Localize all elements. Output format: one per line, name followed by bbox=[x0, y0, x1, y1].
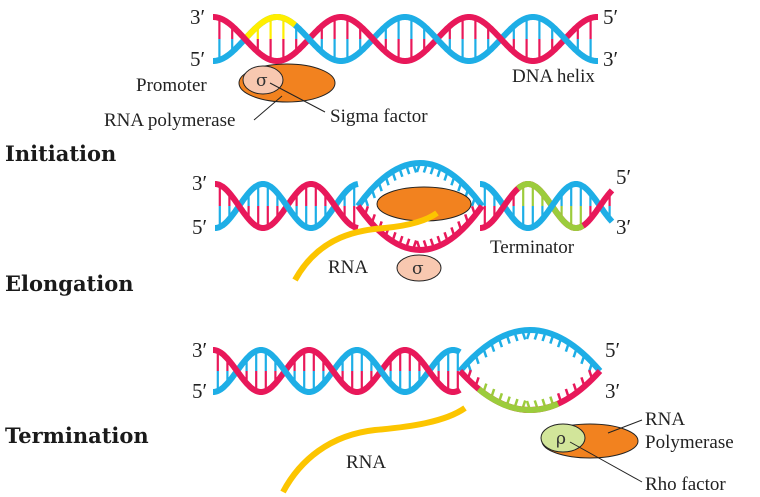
sigma-factor-circle bbox=[242, 65, 284, 95]
heading-elongation: Elongation bbox=[5, 271, 134, 296]
dna-strand-template bbox=[405, 347, 454, 395]
label-3prime-right: 3′ bbox=[603, 47, 618, 71]
promoter-region bbox=[277, 14, 297, 28]
dna-strand-template bbox=[453, 387, 462, 395]
rna-transcript bbox=[292, 210, 439, 282]
dna-strand-coding-open bbox=[355, 160, 485, 208]
label-rna-polymerase: RNA polymerase bbox=[104, 110, 235, 131]
dna-helix-initiation bbox=[213, 14, 598, 64]
heading-initiation: Initiation bbox=[5, 141, 116, 166]
dna-strand-template bbox=[480, 181, 529, 231]
rna-transcript bbox=[280, 405, 467, 494]
sigma-symbol: σ bbox=[256, 71, 268, 91]
dna-strand-template bbox=[309, 347, 358, 395]
sigma-symbol: σ bbox=[412, 259, 424, 279]
dna-strand-coding bbox=[533, 14, 598, 64]
panel-elongation: 3′ 5′ 5′ 3′ RNA σ Terminator Elongation bbox=[5, 160, 631, 296]
label-5prime-right: 5′ bbox=[605, 338, 620, 362]
label-5prime-left: 5′ bbox=[192, 379, 207, 403]
label-rna: RNA bbox=[346, 452, 386, 473]
terminator-region bbox=[576, 223, 585, 231]
dna-strand-coding bbox=[263, 181, 312, 231]
released-sigma-factor bbox=[396, 254, 442, 282]
rho-factor-circle bbox=[540, 423, 586, 453]
label-5prime-left: 5′ bbox=[192, 215, 207, 239]
dna-strand-coding bbox=[357, 347, 406, 395]
label-3prime-left: 3′ bbox=[192, 338, 207, 362]
dna-helix-elongation bbox=[215, 160, 615, 253]
dna-strand-coding bbox=[405, 14, 470, 64]
dna-strand-template bbox=[341, 14, 406, 64]
terminator-region bbox=[516, 181, 529, 191]
panel-termination: 3′ 5′ 5′ 3′ RNA ρ RNA Polymerase Rho fac… bbox=[5, 327, 734, 495]
label-5prime-left: 5′ bbox=[190, 47, 205, 71]
promoter-region bbox=[242, 14, 278, 42]
panel-initiation: 3′ 5′ 5′ 3′ DNA helix σ Promoter RNA pol… bbox=[5, 5, 618, 166]
label-5prime-right: 5′ bbox=[616, 165, 631, 189]
label-terminator: Terminator bbox=[490, 237, 575, 258]
rna-polymerase-ellipse bbox=[376, 186, 472, 222]
label-rna-polymerase-line1: RNA bbox=[645, 409, 685, 430]
dna-strand-coding-open bbox=[457, 327, 603, 373]
rna-polymerase-leader bbox=[253, 95, 283, 121]
label-sigma-factor: Sigma factor bbox=[330, 106, 428, 127]
rho-symbol: ρ bbox=[556, 429, 566, 449]
heading-termination: Termination bbox=[5, 423, 149, 448]
label-3prime-left: 3′ bbox=[190, 5, 205, 29]
dna-strand-template bbox=[311, 181, 359, 231]
label-promoter: Promoter bbox=[136, 75, 207, 96]
dna-strand-coding bbox=[261, 347, 310, 395]
label-3prime-right: 3′ bbox=[605, 379, 620, 403]
dna-helix-termination bbox=[213, 327, 603, 413]
label-dna-helix: DNA helix bbox=[512, 66, 595, 87]
dna-strand-coding bbox=[277, 14, 342, 64]
terminator-region bbox=[476, 386, 560, 413]
dna-strand-template bbox=[469, 14, 534, 64]
label-rho-factor: Rho factor bbox=[645, 474, 726, 495]
dna-strand-coding bbox=[576, 181, 615, 224]
dna-strand-template bbox=[213, 347, 262, 395]
dna-strand-template bbox=[213, 14, 278, 64]
dna-strand-coding bbox=[453, 347, 462, 355]
rna-polymerase-leader bbox=[607, 419, 643, 434]
label-3prime-right: 3′ bbox=[616, 215, 631, 239]
rho-factor-leader bbox=[569, 441, 643, 483]
dna-strand-coding bbox=[528, 181, 577, 231]
dna-strand-template bbox=[215, 181, 264, 231]
label-5prime-right: 5′ bbox=[603, 5, 618, 29]
label-rna-polymerase-line2: Polymerase bbox=[645, 432, 734, 453]
dna-strand-template-open bbox=[355, 204, 485, 253]
label-3prime-left: 3′ bbox=[192, 171, 207, 195]
sigma-factor-leader bbox=[269, 82, 326, 113]
label-rna: RNA bbox=[328, 257, 368, 278]
